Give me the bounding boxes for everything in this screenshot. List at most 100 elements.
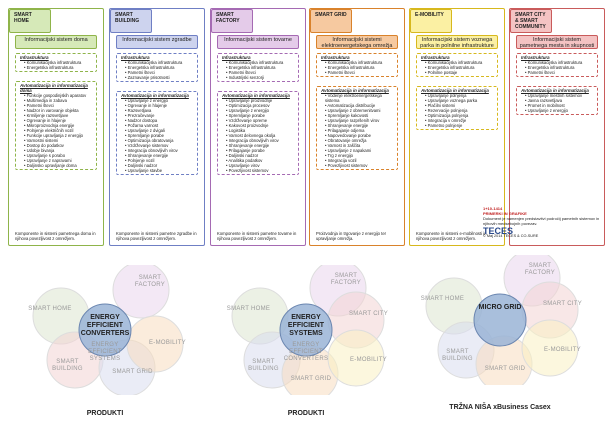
venn-diagram-1 [32,265,184,395]
section-item: • Varnost delovnega okolja [226,133,276,138]
venn-label: SMART GRID [290,375,332,382]
venn-core-faded-label: ENERGY EFFICIENT SYSTEMS [88,342,122,362]
column-section: Infrastruktura• Komunikacijska infrastru… [416,53,498,79]
section-item: • Rezervacije polnjenja [425,108,468,113]
section-item: • Energetska infrastruktura [226,65,276,70]
section-title: Avtomatizacija in informatizacija [222,93,290,98]
section-item: • Logistika [226,128,246,133]
column-header: Informacijski sistem pametnega mesta in … [516,35,598,49]
column-tab: E-MOBILITY [410,9,452,33]
section-item: • Ogrevanje in hlajenje [125,103,167,108]
venn-core-circle [78,303,132,357]
section-box: Infrastruktura• Komunikacijska infrastru… [217,53,299,82]
section-box: Avtomatizacija in informatizacija • Uprav… [217,91,299,175]
venn-circle [112,265,170,319]
section-item: • Upravljanje z dvigali [125,128,165,133]
venn-label: SMART BUILDING [248,359,279,372]
venn-label: SMART BUILDING [52,359,83,372]
venn-label: SMART BUILDING [442,349,473,362]
section-title: Avtomatizacija in informatizacija [421,88,489,93]
section-item: • Polnilne postaje [425,70,458,75]
column-tab: SMART HOME [9,9,51,33]
section-item: • Povezljivost sistemov [325,163,368,168]
section-item: • Daljinsko upravljanje doma [24,163,77,168]
section-item: • Mikroproizvodnja energije [24,123,75,128]
column-footer: Komponente in sistemi pametnega doma in … [15,231,96,241]
column-footer: Komponente in sistemi pametne tovarne in… [217,231,297,241]
column-4: SMART GRID Informacijski sistemi elektroe… [309,8,405,246]
section-item: • Komunikacijska infrastruktura [24,60,82,65]
venn-caption: TRŽNA NIŠA xBusiness Casex [449,404,551,411]
venn-label: E-MOBILITY [148,339,186,346]
section-item: • Energetska infrastruktura [24,65,74,70]
section-item: • Polnjenje električnih vozil [24,128,74,133]
venn-diagram-3 [425,255,579,385]
section-item: • Funkcije gospodinjskih aparatov [24,93,87,98]
section-item: • Udobje bivanja [24,148,55,153]
venn-label: SMART FACTORY [524,262,556,276]
venn-label: E-MOBILITY [349,356,387,363]
venn-label: SMART FACTORY [134,275,166,288]
column-footer: Proizvodnja in trgovanje z energijo ter … [316,231,387,241]
section-item: • Upravljanje stavbe [125,168,163,173]
section-item: • Zaznavanje prisotnosti [125,75,170,80]
section-item: • Daljinski nadzor [226,153,259,158]
venn-circle [521,319,579,377]
section-item: • Daljinski nadzor [125,163,158,168]
section-item: • Industrijski senzorji [226,75,265,80]
section-item: • Nadzor in varovanje objekta [24,108,79,113]
column-header: Informacijski sistem voznega parka in po… [416,35,498,49]
column-3: SMART FACTORY Informacijski sistem tovarn… [210,8,306,246]
section-box: Avtomatizacija in informatizacija• Uprav… [116,91,198,175]
venn-label: E-MOBILITY [543,346,581,353]
section-item: • Krmiljenje razsvetljave [24,113,69,118]
section-item: • Integracija v omrežje [425,118,467,123]
section-box: Infrastruktura• Komunikacijska infrastru… [116,53,198,82]
column-tab: SMART FACTORY [211,9,253,33]
section-title: Infrastruktura [222,55,251,60]
section-item: • Pametno polnjenje [425,123,463,128]
column-header: Informacijski sistemi elektroenergetskeg… [316,35,398,49]
column-section: Avtomatizacija in informatizacija doma• … [15,81,97,172]
section-title: Infrastruktura [121,55,150,60]
section-item: • Vodenje elektroenergetskega sistema [325,93,382,103]
column-header: Informacijski sistem tovarne [217,35,299,49]
column-section: Avtomatizacija in informatizacija• Uprav… [516,86,598,117]
section-item: • Varnost in zaščita [325,143,361,148]
side-code: 1+10-1414 [483,206,503,211]
venn-label: SMART HOME [226,306,271,313]
section-item: • Plačilni sistemi [425,103,456,108]
column-tab: SMART GRID [310,9,352,33]
venn-diagram-2 [231,265,385,395]
section-item: • Prezračevanje [125,113,155,118]
section-item: • Ogrevanje in hlajenje [24,118,66,123]
venn-caption: PRODUKTI [287,410,325,417]
venn-label: SMART CITY [348,311,389,317]
side-logo: TECES [483,226,514,236]
section-item: • Upravljanje z energijo [125,98,168,103]
section-item: • Shranjevanje energije [325,123,369,128]
section-item: • Upravljanje s porabo [24,153,66,158]
section-item: • Pametni števci [325,70,355,75]
section-title: Infrastruktura [321,55,350,60]
section-item: • Upravljanje z napravami [24,158,72,163]
column-section: Infrastruktura• Komunikacijska infrastru… [116,53,198,84]
side-body: Dokument je namenjen predstavitvi področ… [483,216,600,226]
section-item: • Obratovanje omrežja [325,138,367,143]
section-item: • Pametni števci [525,70,555,75]
section-item: • Upravljanje z napakami [325,148,372,153]
section-item: • Optimizacija obratovanja [125,138,174,143]
section-box: Infrastruktura• Komunikacijska infrastru… [516,53,598,77]
column-footer: Komponente in sistemi pametne zgradbe in… [116,231,197,241]
section-item: • Upravljanje z energijo [226,108,269,113]
column-header: Informacijski sistem zgradbe [116,35,198,49]
section-box: Avtomatizacija in informatizacija• Uprav… [416,86,498,130]
column-tab: SMART BUILDING [110,9,152,33]
section-item: • Promet in mobilnost [525,103,565,108]
section-item: • Napovedovanje porabe [325,133,371,138]
section-item: • Shranjevanje energije [125,153,169,158]
section-box: Infrastruktura• Komunikacijska infrastru… [316,53,398,77]
venn-core-circle [279,303,333,357]
